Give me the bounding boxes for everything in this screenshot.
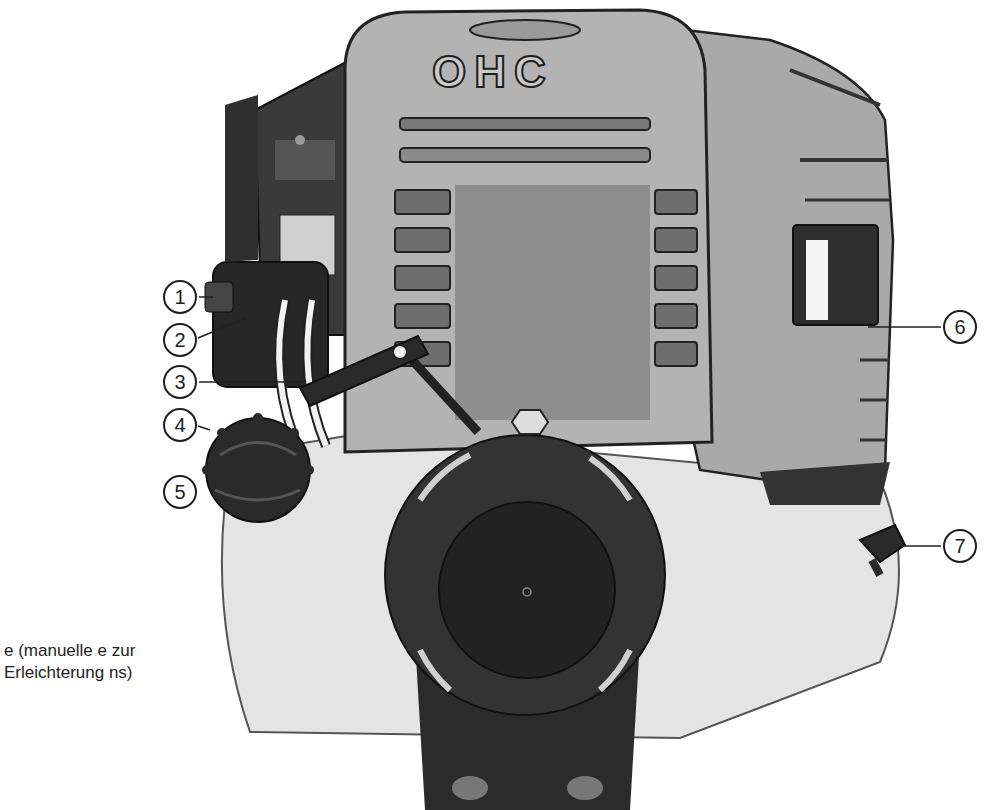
front-shroud xyxy=(655,266,697,290)
fuel-tubes xyxy=(307,300,326,446)
callout-text: 2 xyxy=(174,330,185,350)
front-shroud xyxy=(400,118,650,130)
housing-base xyxy=(760,462,890,505)
callout-number: 3 xyxy=(163,365,197,399)
callout-text: 3 xyxy=(174,372,185,392)
brand-logo: OHC xyxy=(432,50,554,94)
fuel-cap xyxy=(220,443,296,456)
leader-line xyxy=(199,381,303,383)
front-shroud xyxy=(395,190,450,214)
fuel-cap xyxy=(202,465,212,475)
front-shroud xyxy=(655,342,697,366)
carburetor-bracket xyxy=(295,135,305,145)
housing-base xyxy=(760,462,890,505)
engine-housing xyxy=(860,360,890,440)
recoil-starter xyxy=(385,435,665,715)
inspection-window xyxy=(806,240,828,320)
fuel-cap xyxy=(304,465,314,475)
fuel-tank xyxy=(222,432,899,738)
fuel-cap xyxy=(206,418,310,522)
leader-line xyxy=(198,297,941,546)
callout-number: 1 xyxy=(163,280,197,314)
front-shroud xyxy=(655,228,697,252)
carburetor-bracket xyxy=(275,140,335,180)
recoil-starter xyxy=(567,776,603,800)
inspection-window xyxy=(793,225,878,325)
fuel-tubes xyxy=(307,300,326,446)
leader-line xyxy=(868,326,941,328)
choke-lever xyxy=(872,560,880,575)
leader-line xyxy=(902,545,941,547)
leader-line xyxy=(199,296,213,298)
callout-number: 2 xyxy=(163,323,197,357)
leader-line xyxy=(198,426,210,430)
recoil-starter xyxy=(420,455,470,500)
front-shroud xyxy=(345,10,712,452)
fuel-cap xyxy=(202,413,314,522)
fuel-cap xyxy=(217,428,227,438)
recoil-starter xyxy=(600,650,630,690)
engine-housing xyxy=(800,158,888,162)
callout-text: 4 xyxy=(174,415,185,435)
fuel-cap xyxy=(253,413,263,423)
fuel-cap xyxy=(289,428,299,438)
callout-number: 5 xyxy=(163,475,197,509)
front-shroud xyxy=(655,304,697,328)
front-shroud xyxy=(655,190,697,214)
callout-number: 6 xyxy=(943,310,977,344)
recoil-starter xyxy=(452,776,488,800)
front-shroud xyxy=(470,20,580,40)
front-shroud xyxy=(395,228,450,252)
choke-lever xyxy=(860,525,905,562)
front-shroud xyxy=(455,185,650,420)
front-shroud xyxy=(395,304,450,328)
callout-number: 7 xyxy=(943,529,977,563)
leader-line xyxy=(198,318,246,338)
air-filter xyxy=(225,95,258,262)
callout-text: 1 xyxy=(174,287,185,307)
starter-handle xyxy=(300,336,428,406)
starter-handle xyxy=(393,345,407,359)
front-shroud xyxy=(345,10,712,452)
engine-housing xyxy=(790,70,880,105)
starter-handle xyxy=(300,336,478,432)
inspection-window xyxy=(793,225,878,325)
recoil-starter xyxy=(523,588,531,596)
choke-lever xyxy=(860,525,905,575)
fuel-cap xyxy=(215,490,300,500)
recoil-starter xyxy=(512,410,548,434)
recoil-starter xyxy=(439,502,615,678)
front-shroud xyxy=(400,148,650,162)
engine-housing xyxy=(805,199,890,202)
recoil-starter xyxy=(420,650,450,690)
starter-handle xyxy=(412,360,478,432)
callout-text: 5 xyxy=(174,482,185,502)
front-shroud xyxy=(395,266,450,290)
caption-fragment: e (manuelle e zur Erleichterung ns) xyxy=(4,640,194,684)
callout-text: 7 xyxy=(954,536,965,556)
recoil-starter xyxy=(590,458,630,500)
callout-text: 6 xyxy=(954,317,965,337)
fuel-tank xyxy=(222,432,899,738)
recoil-starter xyxy=(385,410,665,810)
callout-number: 4 xyxy=(163,408,197,442)
